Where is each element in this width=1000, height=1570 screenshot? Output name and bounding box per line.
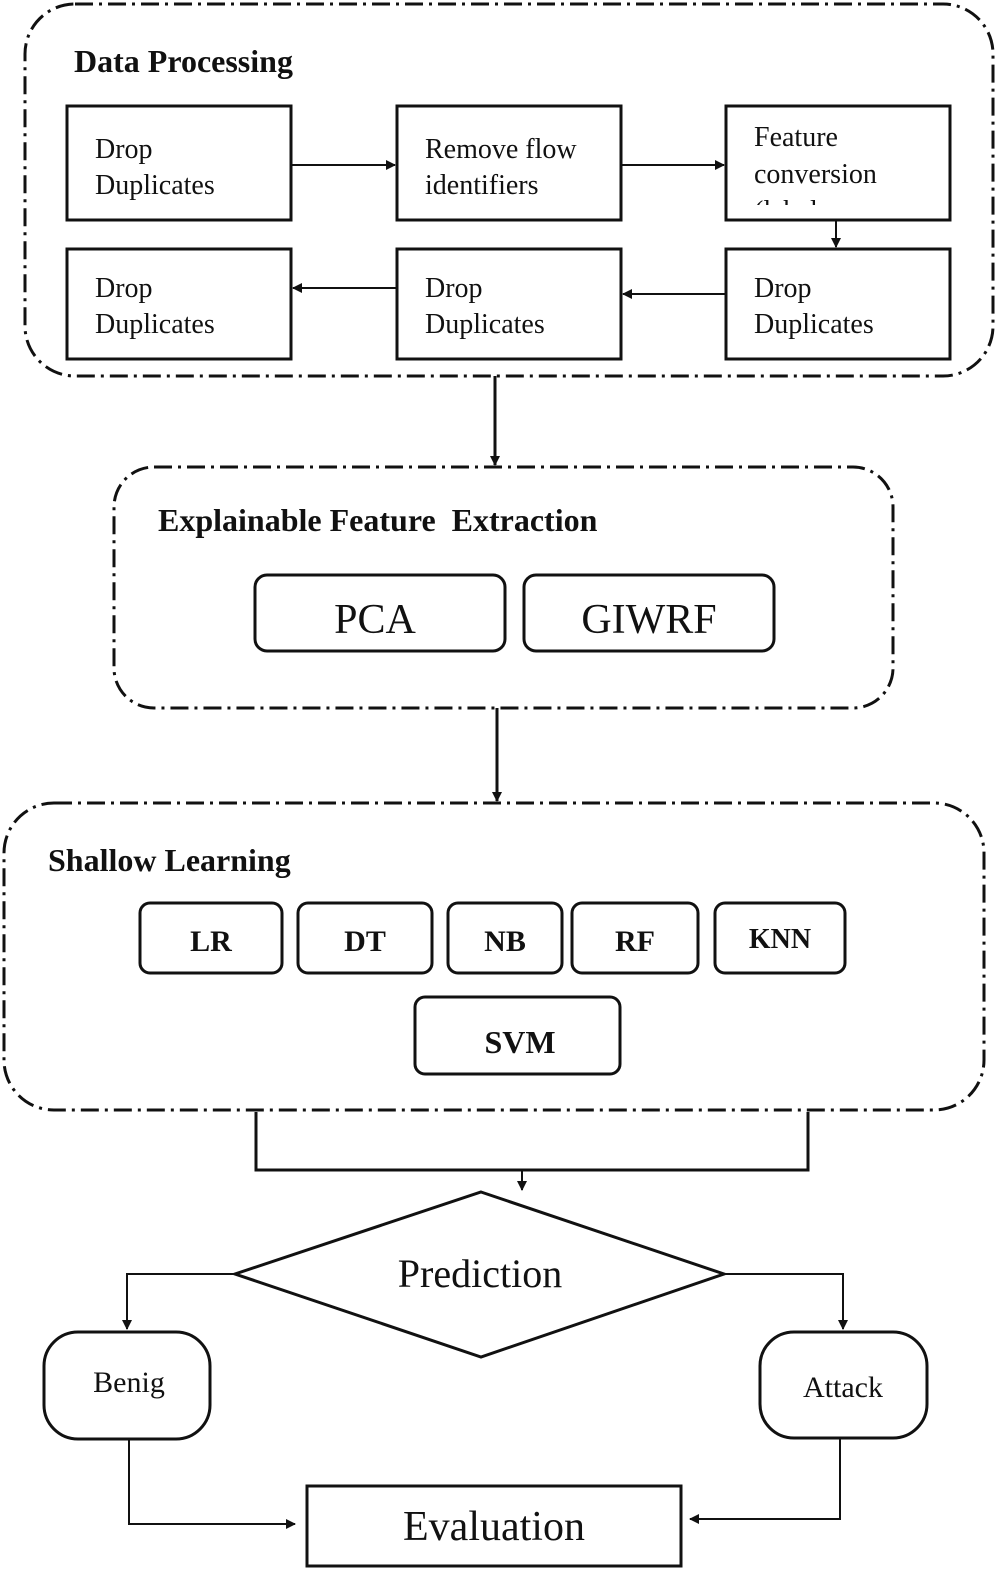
prediction-label: Prediction	[398, 1251, 562, 1296]
method-box-giwrf	[522, 573, 776, 653]
step-label: Duplicates	[425, 309, 545, 340]
evaluation-box	[305, 1484, 683, 1568]
step-box-remove-flow-identifiers	[395, 104, 623, 222]
shallow-learning-group	[2, 801, 986, 1112]
model-box-knn	[713, 901, 847, 975]
step-box-drop-duplicates-4	[724, 247, 952, 361]
method-box-pca	[253, 573, 507, 653]
model-box-svm	[413, 995, 622, 1076]
shallow-learning-title: Shallow Learning	[48, 842, 291, 878]
model-label-rf: RF	[615, 925, 655, 958]
step-label: (label	[754, 196, 818, 227]
step-box-drop-duplicates-6	[65, 247, 293, 361]
step-label: Remove flow	[425, 134, 577, 165]
step-label: Duplicates	[95, 309, 215, 340]
model-box-lr	[138, 901, 284, 975]
arrow-benign-to-evaluation	[128, 1439, 296, 1529]
data-processing-group	[23, 2, 995, 378]
data-processing-title: Data Processing	[74, 43, 293, 79]
outcome-benign	[42, 1330, 212, 1441]
model-label-nb: NB	[484, 925, 526, 958]
step-label: Drop	[95, 273, 153, 304]
prediction-diamond	[230, 1190, 729, 1359]
feature-extraction-title: Explainable Feature Extraction	[158, 502, 598, 538]
step-box-feature-conversion	[724, 104, 952, 222]
model-box-nb	[446, 901, 564, 975]
model-label-dt: DT	[344, 925, 386, 958]
outcome-attack	[758, 1330, 929, 1440]
outcome-label-benign: Benig	[93, 1366, 165, 1399]
model-label-knn: KNN	[749, 924, 811, 955]
arrow-prediction-to-attack	[724, 1273, 848, 1330]
step-label: Duplicates	[95, 170, 215, 201]
method-label-giwrf: GIWRF	[581, 597, 716, 643]
arrow-prediction-to-benign	[122, 1273, 235, 1330]
step-label: Duplicates	[754, 309, 874, 340]
step-label: Drop	[95, 134, 153, 165]
step-label: Drop	[754, 273, 812, 304]
evaluation-label: Evaluation	[403, 1504, 585, 1550]
step-label: identifiers	[425, 170, 539, 201]
model-box-rf	[570, 901, 700, 975]
model-box-dt	[296, 901, 434, 975]
step-label: Drop	[425, 273, 483, 304]
outcome-label-attack: Attack	[803, 1371, 883, 1404]
learning-to-prediction-connector	[254, 1112, 810, 1172]
model-label-lr: LR	[190, 925, 232, 958]
step-box-drop-duplicates-5	[395, 247, 623, 361]
step-box-drop-duplicates-1	[65, 104, 293, 222]
step-label: conversion	[754, 159, 877, 190]
step-label: Feature	[754, 122, 838, 153]
arrow-attack-to-evaluation	[689, 1438, 841, 1524]
feature-extraction-group	[112, 465, 895, 710]
method-label-pca: PCA	[334, 597, 416, 643]
model-label-svm: SVM	[484, 1024, 555, 1060]
